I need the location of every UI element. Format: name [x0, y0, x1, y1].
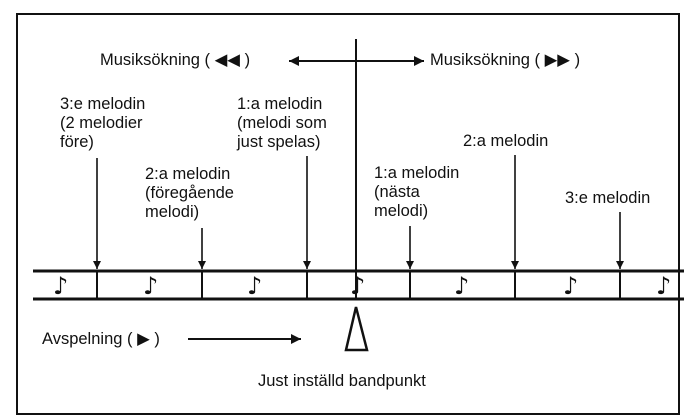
label-second-after: 2:a melodin: [463, 132, 549, 150]
search-forward-label: Musiksökning ( ▶▶ ): [430, 51, 581, 69]
playback-label: Avspelning ( ▶ ): [42, 330, 160, 348]
music-note-icon: ♪: [454, 272, 470, 300]
label-second-before: 2:a melodin (föregående melodi): [145, 165, 234, 221]
label-current: 1:a melodin (melodi som just spelas): [237, 95, 327, 151]
label-third-before: 3:e melodin (2 melodier före): [60, 95, 146, 151]
tape-point-label: Just inställd bandpunkt: [258, 372, 426, 390]
label-next: 1:a melodin (nästa melodi): [374, 164, 460, 220]
music-note-icon: ♪: [247, 272, 263, 300]
label-third-after: 3:e melodin: [565, 189, 651, 207]
music-note-icon: ♪: [143, 272, 159, 300]
search-reverse-label: Musiksökning ( ◀◀ ): [100, 51, 251, 69]
music-note-icon: ♪: [350, 272, 366, 300]
music-note-icon: ♪: [656, 272, 672, 300]
frame-border: [16, 13, 680, 415]
music-note-icon: ♪: [53, 272, 69, 300]
music-note-icon: ♪: [563, 272, 579, 300]
tape-point-triangle: [344, 306, 369, 352]
